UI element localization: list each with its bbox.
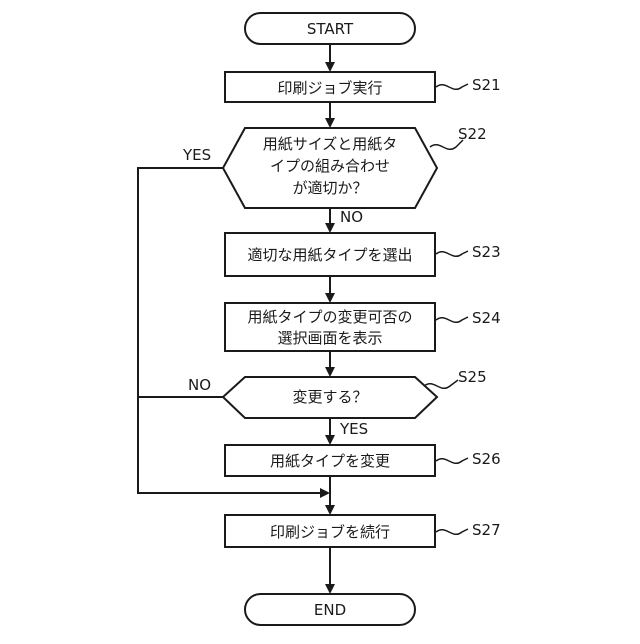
decision-s25-text: 変更する？ — [292, 388, 367, 406]
step-s23: 適切な用紙タイプを選出 S23 — [225, 233, 501, 276]
step-s21: 印刷ジョブ実行 S21 — [225, 72, 501, 102]
decision-s22: 用紙サイズと用紙タ イプの組み合わせ が適切か？ S22 — [223, 125, 487, 208]
connector-s24-s25 — [325, 351, 335, 377]
step-s26-id: S26 — [472, 450, 501, 468]
end-label: END — [314, 601, 346, 619]
decision-s22-line-2: イプの組み合わせ — [270, 157, 390, 175]
decision-s25: 変更する？ S25 — [223, 368, 487, 418]
step-s21-text: 印刷ジョブ実行 — [277, 79, 382, 97]
step-s21-id: S21 — [472, 76, 501, 94]
connector-s27-end — [325, 547, 335, 594]
start-label: START — [307, 20, 354, 38]
step-s24-line-1: 用紙タイプの変更可否の — [247, 308, 412, 326]
step-s23-id: S23 — [472, 243, 501, 261]
decision-s22-id: S22 — [458, 125, 487, 143]
step-s24: 用紙タイプの変更可否の 選択画面を表示 S24 — [225, 303, 501, 351]
step-s27-text: 印刷ジョブを続行 — [270, 523, 390, 541]
connector-s25-s26 — [325, 418, 335, 445]
step-s27: 印刷ジョブを続行 S27 — [225, 515, 501, 547]
step-s27-id: S27 — [472, 521, 501, 539]
decision-s22-line-3: が適切か？ — [292, 179, 367, 197]
step-s24-line-2: 選択画面を表示 — [277, 329, 382, 347]
decision-s22-line-1: 用紙サイズと用紙タ — [263, 135, 398, 153]
step-s24-id: S24 — [472, 309, 501, 327]
connector-s22-s23 — [325, 208, 335, 233]
step-s26: 用紙タイプを変更 S26 — [225, 445, 501, 476]
s22-no-label: NO — [340, 208, 363, 226]
connector-s21-s22 — [325, 102, 335, 128]
step-s23-text: 適切な用紙タイプを選出 — [247, 246, 412, 264]
s25-no-label: NO — [188, 376, 211, 394]
end-terminal: END — [245, 594, 415, 625]
decision-s25-id: S25 — [458, 368, 487, 386]
step-s26-text: 用紙タイプを変更 — [270, 452, 390, 470]
connector-s23-s24 — [325, 276, 335, 303]
start-terminal: START — [245, 13, 415, 44]
s22-yes-label: YES — [182, 146, 211, 164]
connector-start-s21 — [325, 44, 335, 72]
connector-s26-s27 — [325, 476, 335, 515]
s25-yes-label: YES — [339, 420, 368, 438]
